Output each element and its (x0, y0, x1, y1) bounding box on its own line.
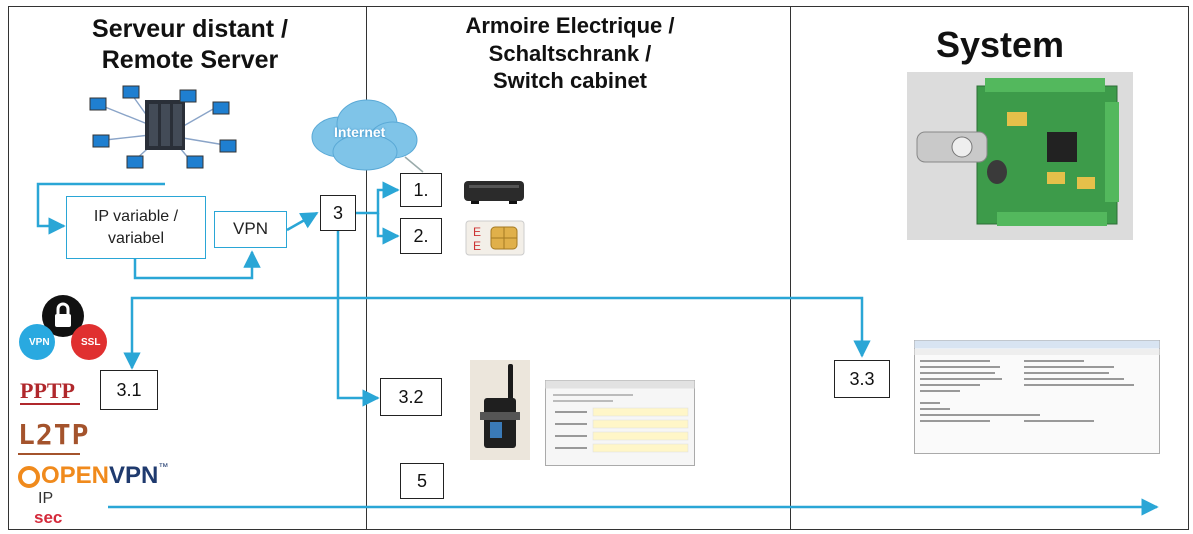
column-divider-right (790, 6, 791, 530)
step-5-box: 5 (400, 463, 444, 499)
pptp-logo: PPTP (20, 378, 75, 403)
openvpn-tm: ™ (158, 462, 169, 473)
openvpn-keyhole-icon (18, 466, 40, 488)
sim-card-icon: E E (465, 220, 525, 256)
lock-icon (19, 295, 107, 360)
l2tp-underline (18, 453, 80, 455)
vpn-to-3-line (286, 211, 319, 232)
internet-label: Internet (334, 124, 386, 140)
l2tp-logo: L2TP (18, 418, 90, 451)
column-divider-left (366, 6, 367, 530)
openvpn-vpn-text: VPN (109, 462, 159, 489)
3-to-3-2-line (336, 231, 380, 407)
ssl-badge: SSL (81, 337, 101, 348)
heading-remote-server: Serveur distant / Remote Server (92, 15, 288, 75)
cloud-icon (311, 99, 424, 173)
heading-system: System (935, 24, 1065, 65)
ipsec-ip-text: IP (38, 490, 54, 507)
vpn-badge: VPN (29, 337, 50, 348)
ip-variable-box: IP variable / variabel (66, 196, 206, 259)
router-icon (464, 181, 524, 204)
pptp-underline (20, 403, 80, 405)
ip-to-vpn-line (133, 250, 261, 280)
step-2-box: 2. (400, 218, 442, 254)
openvpn-logo: OPEN VPN ™ (18, 462, 168, 490)
vpn-box: VPN (214, 211, 287, 248)
server-to-ip-line (36, 182, 165, 235)
3-to-2-line (376, 213, 400, 245)
gsm-modem-icon (470, 360, 530, 460)
openvpn-open-text: OPEN (41, 462, 110, 489)
pcb-board-icon (907, 72, 1133, 240)
step-3-2-box: 3.2 (380, 378, 442, 416)
config-screenshot-icon (545, 380, 695, 466)
svg-text:E: E (473, 225, 481, 239)
3-to-1-line (356, 181, 400, 215)
step-3-1-box: 3.1 (100, 370, 158, 410)
ipsec-sec-text: sec (34, 508, 63, 527)
step-1-box: 1. (400, 173, 442, 207)
step-3-3-box: 3.3 (834, 360, 890, 398)
server-network-icon (89, 85, 237, 169)
step-3-box: 3 (320, 195, 356, 231)
svg-text:E: E (473, 239, 481, 253)
diagram-frame (8, 6, 1189, 530)
3-1-to-3-3-line (123, 296, 871, 370)
heading-switch-cabinet: Armoire Electrique / Schaltschrank / Swi… (465, 13, 675, 93)
terminal-screenshot-icon (914, 340, 1160, 454)
